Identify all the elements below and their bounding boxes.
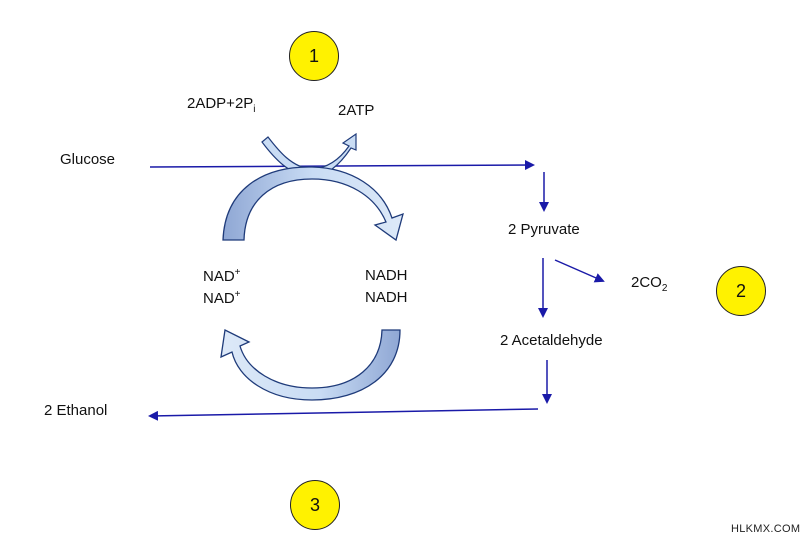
nadh-label-1: NADH [365,267,408,284]
nad-plus-label-2: NAD+ [203,289,241,307]
nad-plus-label-1: NAD+ [203,267,241,285]
step-3-badge: 3 [290,480,340,530]
nadh-label-2: NADH [365,289,408,306]
nad-to-nadh-arrow [222,166,404,242]
adp-subscript: i [253,104,256,115]
adp-label: 2ADP+2Pi [187,95,256,115]
glucose-arrow [149,160,535,171]
co2-label: 2CO2 [631,274,668,294]
ethanol-arrow [148,408,539,421]
step-2-badge: 2 [716,266,766,316]
atp-label: 2ATP [338,102,375,119]
acetaldehyde-label: 2 Acetaldehyde [500,332,603,349]
pyruvate-to-co2-arrow [554,259,605,283]
nad-plus-sup-1: + [234,267,241,278]
step-1-badge: 1 [289,31,339,81]
co2-subscript: 2 [661,283,668,294]
watermark: HLKMX.COM [731,523,800,535]
nadh-to-nad-arrow [220,329,401,401]
pyruvate-label: 2 Pyruvate [508,221,580,238]
nad-plus-sup-2: + [234,289,241,300]
glucose-label: Glucose [60,151,116,168]
ethanol-label: 2 Ethanol [44,402,108,419]
